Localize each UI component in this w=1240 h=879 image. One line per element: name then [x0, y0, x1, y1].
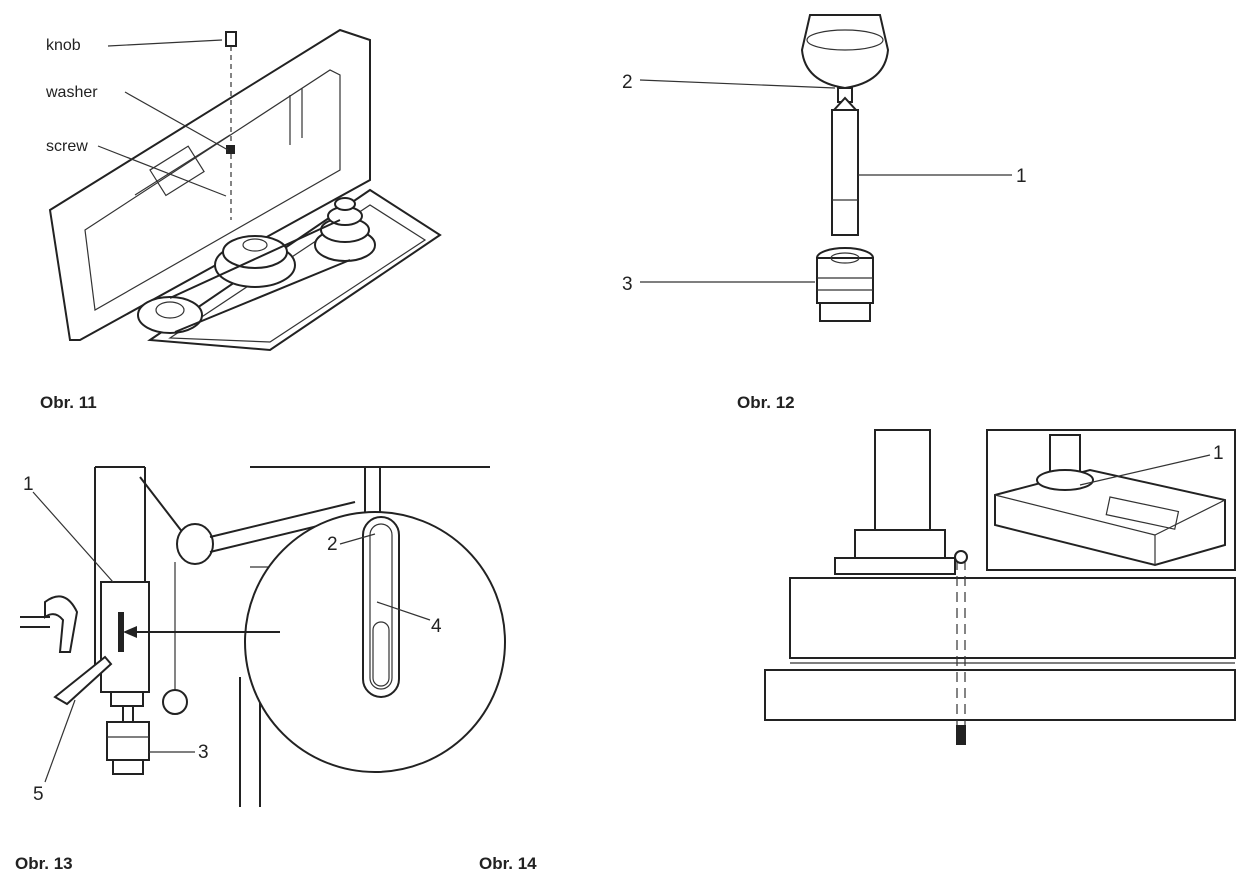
- label-scale-4: 4: [431, 616, 442, 637]
- label-spindle-2: 2: [622, 72, 633, 93]
- figure-12: 2 1 3: [620, 10, 1040, 340]
- caption-fig13: Obr. 13: [15, 854, 73, 873]
- label-lever-5: 5: [33, 784, 44, 805]
- label-bolt-1: 1: [1213, 443, 1224, 464]
- base-mounting-drawing: 1: [764, 429, 1236, 745]
- label-chuck-3: 3: [622, 274, 633, 295]
- figure-14: 1: [755, 425, 1240, 765]
- belt-cover-drawing: knob washer screw: [45, 28, 442, 352]
- label-knob: knob: [46, 37, 81, 54]
- caption-fig12: Obr. 12: [737, 393, 795, 412]
- label-screw: screw: [46, 138, 88, 155]
- label-arbor-1: 1: [1016, 166, 1027, 187]
- label-window-2: 2: [327, 534, 338, 555]
- spindle-arbor-chuck-drawing: 2 1 3: [622, 14, 1027, 322]
- caption-fig14: Obr. 14: [479, 854, 537, 873]
- figure-11: knob washer screw: [40, 20, 460, 352]
- label-head-1: 1: [23, 474, 34, 495]
- figure-13: 1 2 4 5 3: [15, 462, 515, 822]
- label-washer: washer: [45, 84, 98, 101]
- label-chuck-3: 3: [198, 742, 209, 763]
- caption-fig11: Obr. 11: [40, 393, 97, 412]
- drill-head-depth-gauge-drawing: 1 2 4 5 3: [20, 466, 506, 807]
